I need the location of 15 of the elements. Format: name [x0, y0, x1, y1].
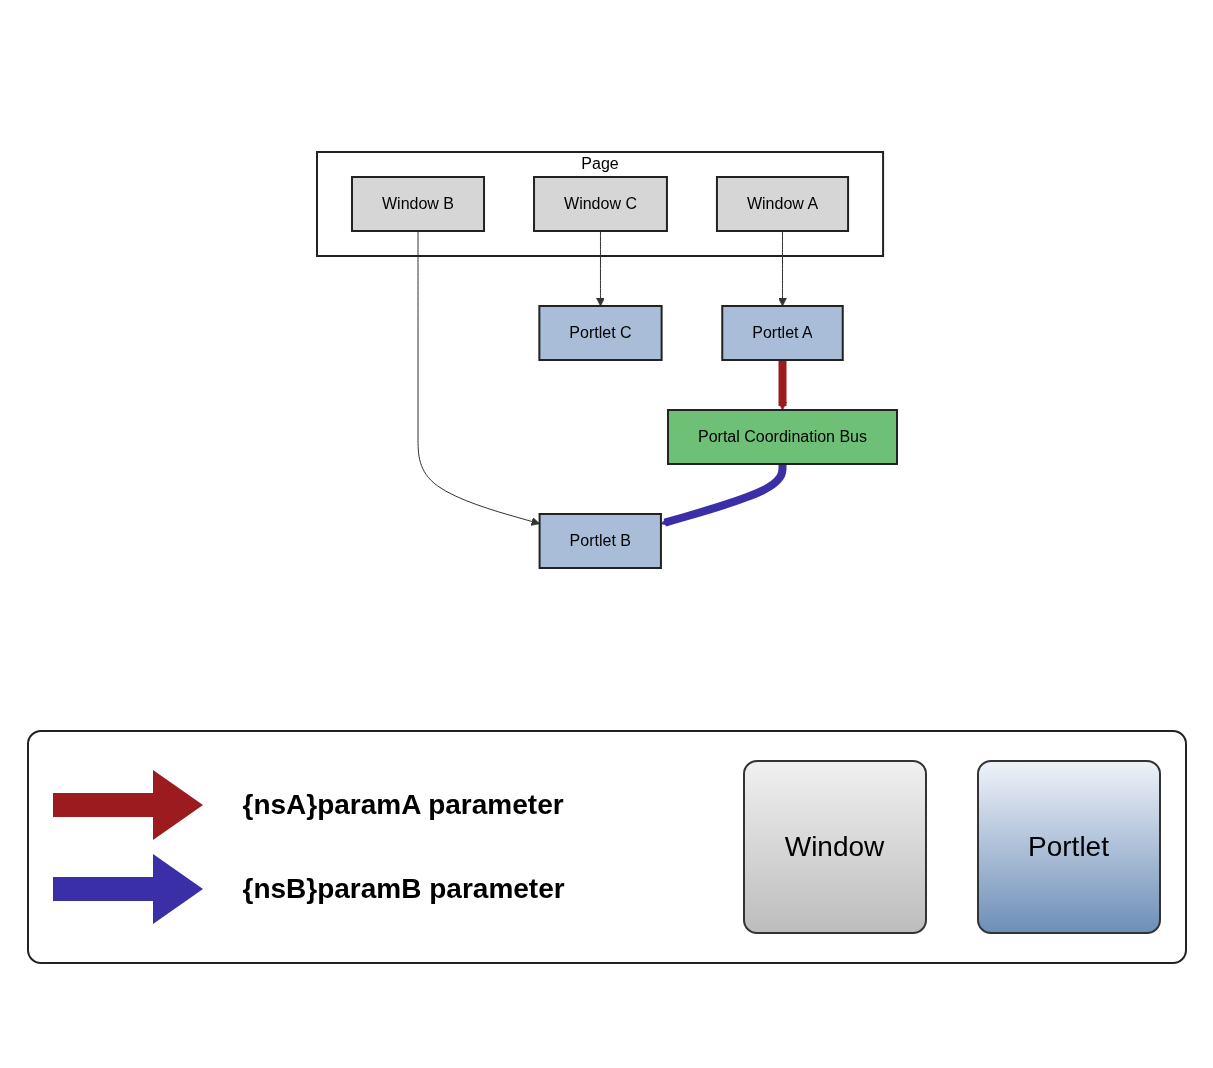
legend-key: Portlet: [976, 760, 1161, 934]
arrow: [417, 230, 540, 526]
legend-key: Window: [742, 760, 927, 934]
arrow: [595, 230, 605, 307]
node-box: Window B: [350, 176, 485, 232]
node-box: Portlet A: [720, 305, 844, 361]
node-box: Portal Coordination Bus: [666, 409, 898, 465]
node-box: Portlet C: [537, 305, 663, 361]
node-box: Window C: [532, 176, 668, 232]
node-box: Window A: [715, 176, 849, 232]
arrow: [777, 360, 787, 411]
legend-text: {nsB}paramB parameter: [242, 873, 565, 905]
node-box: Portlet B: [538, 513, 662, 569]
arrow: [777, 230, 787, 307]
legend-text: {nsA}paramA parameter: [242, 789, 564, 821]
